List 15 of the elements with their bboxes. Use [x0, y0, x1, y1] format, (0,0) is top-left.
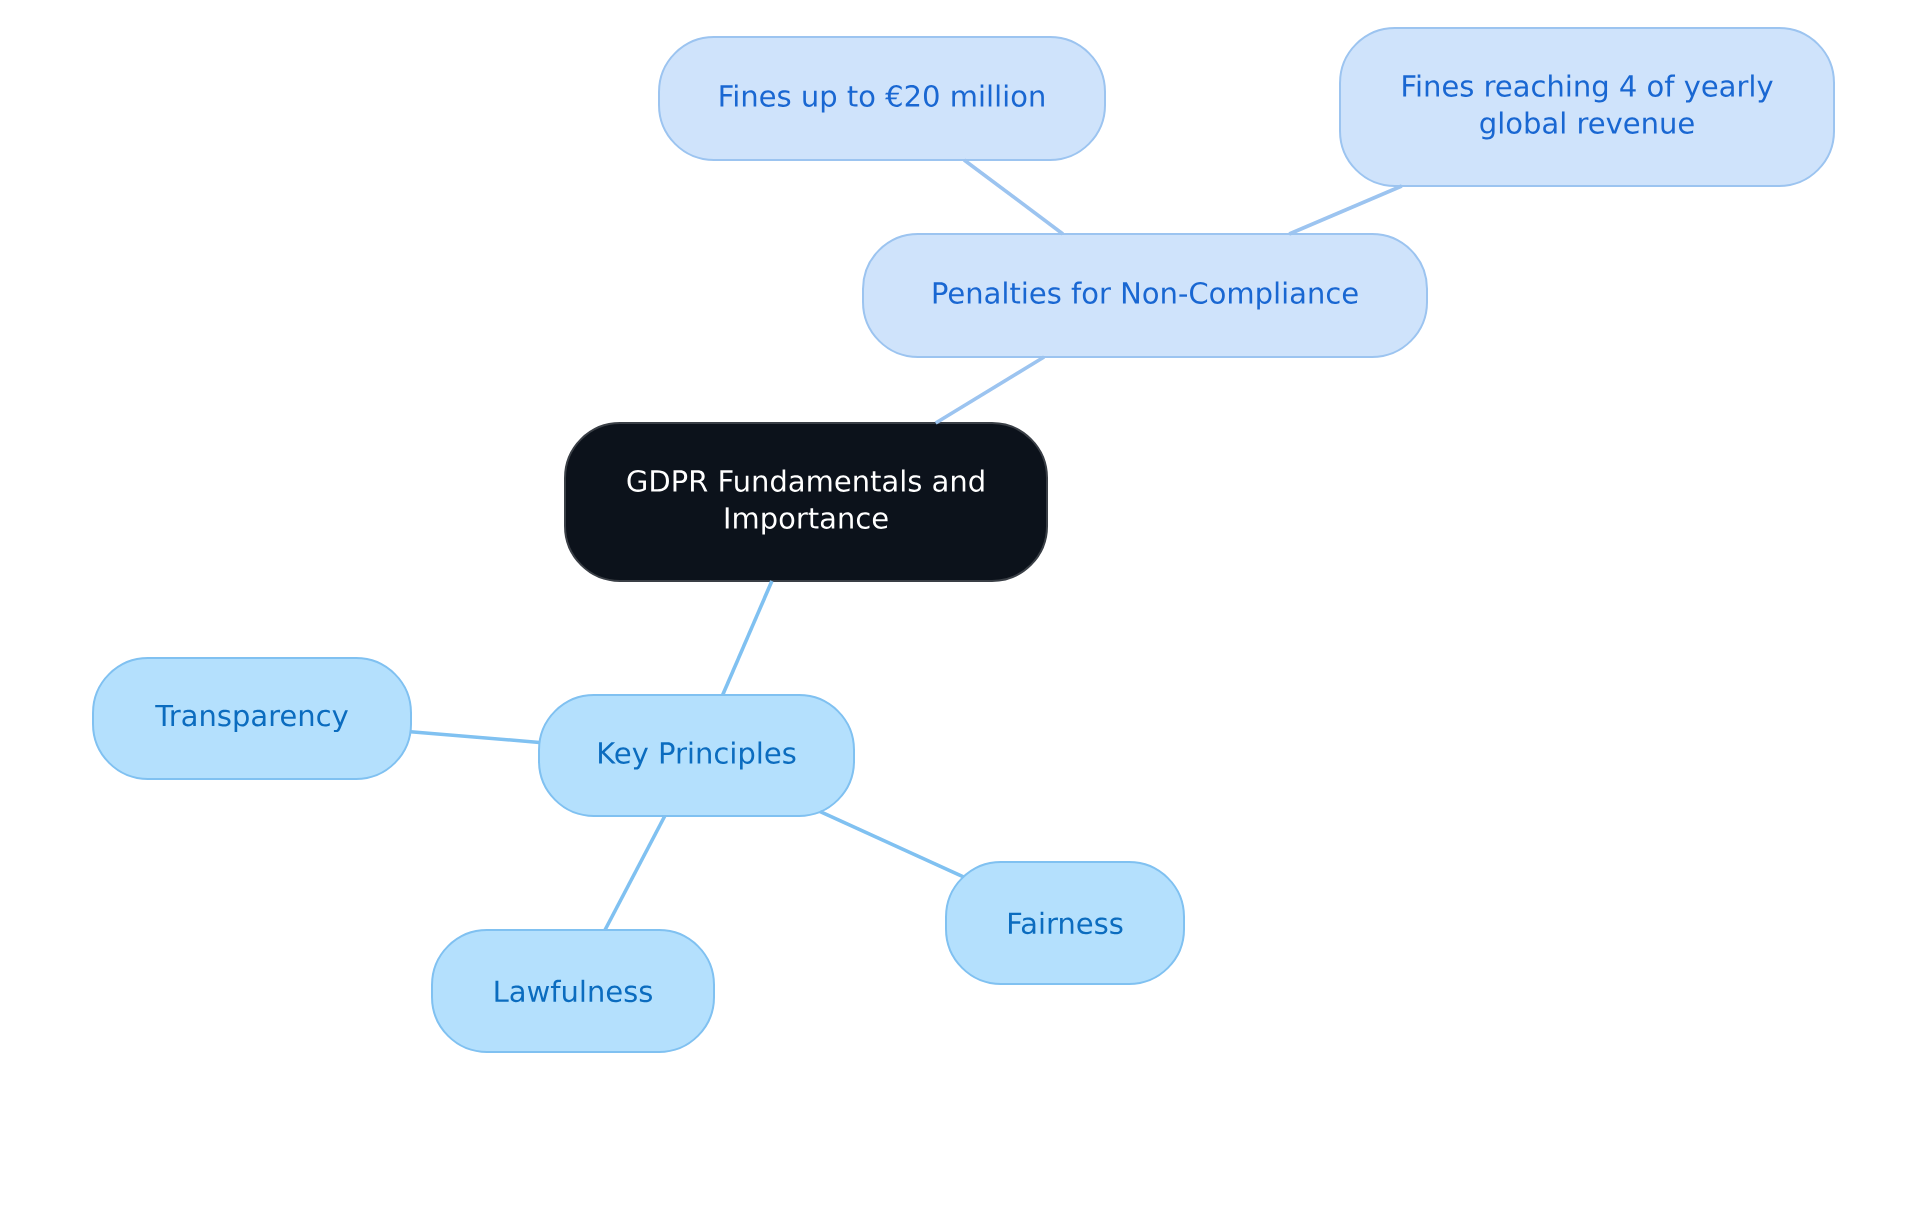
- topic-box: Fines up to €20 million: [658, 36, 1106, 161]
- connector-line: [1288, 184, 1403, 236]
- topic-box: Transparency: [92, 657, 412, 780]
- connector-line: [934, 355, 1045, 425]
- connector-line: [721, 580, 774, 696]
- topic-box: Lawfulness: [431, 929, 715, 1053]
- topic-box: Fairness: [945, 861, 1185, 985]
- topic-box: Penalties for Non-Compliance: [862, 233, 1428, 358]
- central-topic-box: GDPR Fundamentals and Importance: [564, 422, 1048, 582]
- connector-line: [410, 729, 540, 745]
- connector-line: [819, 810, 965, 879]
- topic-box: Fines reaching 4 of yearly global revenue: [1339, 27, 1835, 187]
- connector-line: [963, 158, 1064, 236]
- connector-line: [603, 815, 667, 931]
- topic-box: Key Principles: [538, 694, 855, 817]
